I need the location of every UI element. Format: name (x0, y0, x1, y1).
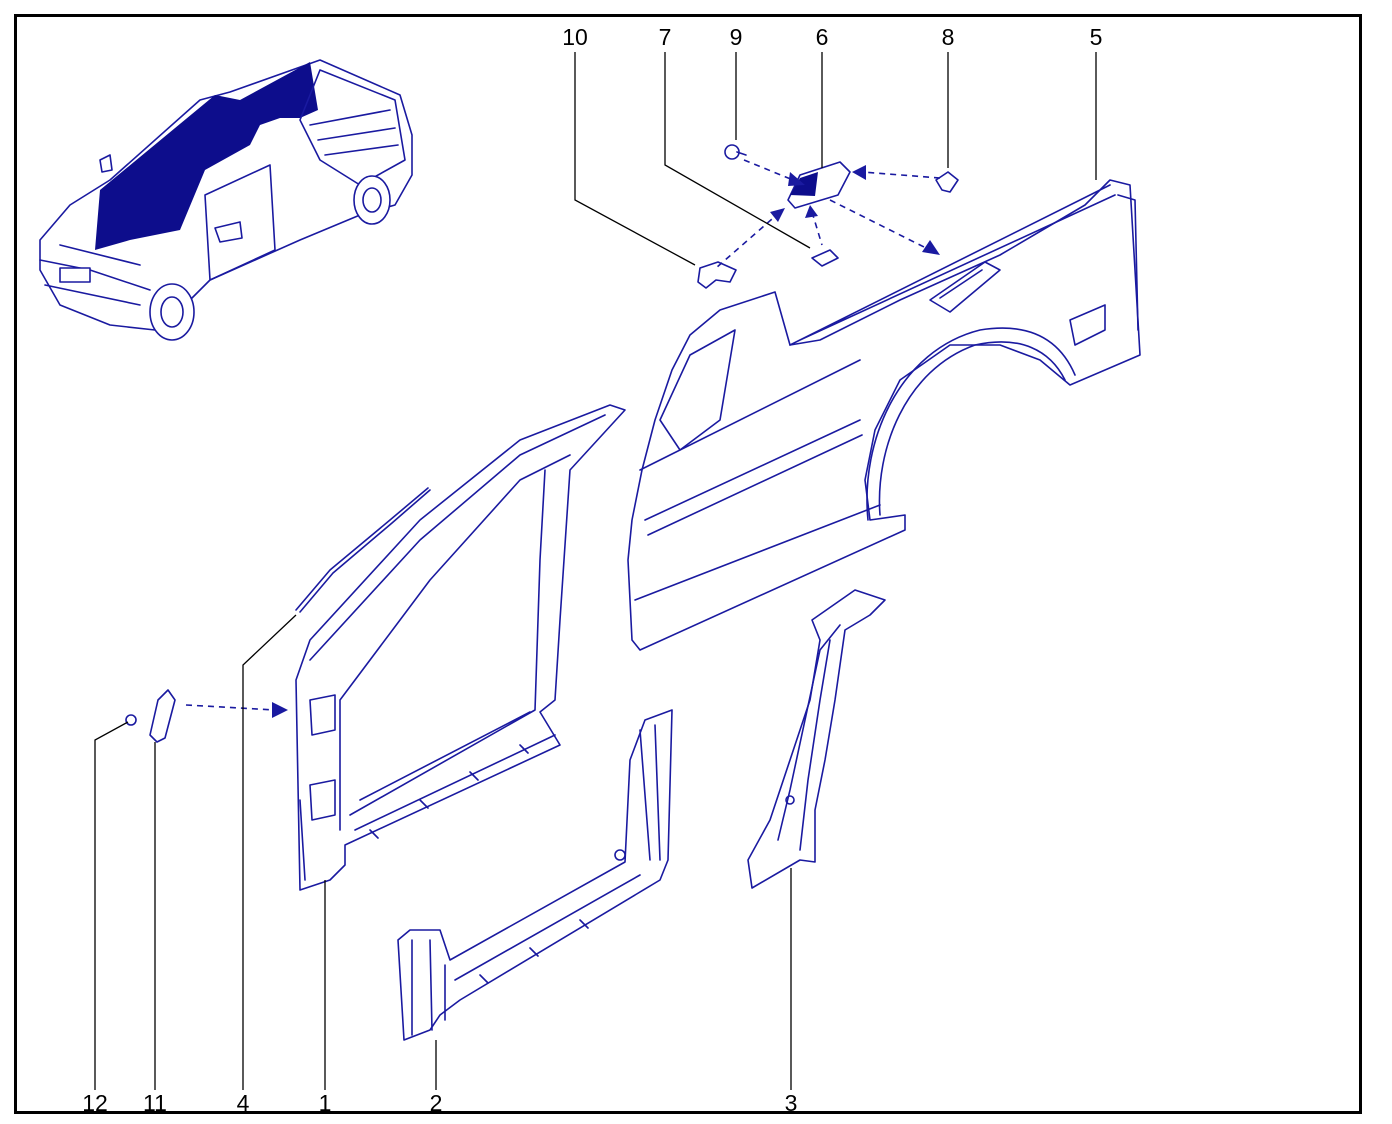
part-7-clip (811, 249, 839, 267)
part-10-bracket (697, 261, 737, 289)
part-3-b-pillar (747, 589, 886, 889)
part-6-fuel-flap (787, 161, 851, 209)
callout-6: 6 (815, 24, 829, 50)
part-11-trim-bracket (149, 689, 176, 743)
callout-10: 10 (562, 24, 588, 50)
part-4-seal-strip (295, 487, 431, 613)
part-12-nut (125, 714, 137, 726)
diagram-frame (14, 14, 1362, 1114)
part-9-screw (724, 144, 747, 160)
callout-5: 5 (1089, 24, 1103, 50)
part-8-latch (935, 171, 959, 193)
part-1-front-side-frame (295, 404, 626, 891)
callout-1: 1 (318, 1090, 332, 1116)
callout-4: 4 (236, 1090, 250, 1116)
callout-11: 11 (143, 1090, 167, 1116)
leader-lines (94, 52, 1097, 1090)
callout-8: 8 (941, 24, 955, 50)
callout-9: 9 (729, 24, 743, 50)
part-2-inner-side-frame (397, 709, 673, 1041)
part-5-rear-side-panel (627, 179, 1141, 651)
assembly-arrows (185, 159, 941, 718)
callout-7: 7 (658, 24, 672, 50)
callout-2: 2 (429, 1090, 443, 1116)
callout-12: 12 (82, 1090, 108, 1116)
pickup-vehicle-icon (39, 59, 413, 341)
callout-3: 3 (784, 1090, 798, 1116)
